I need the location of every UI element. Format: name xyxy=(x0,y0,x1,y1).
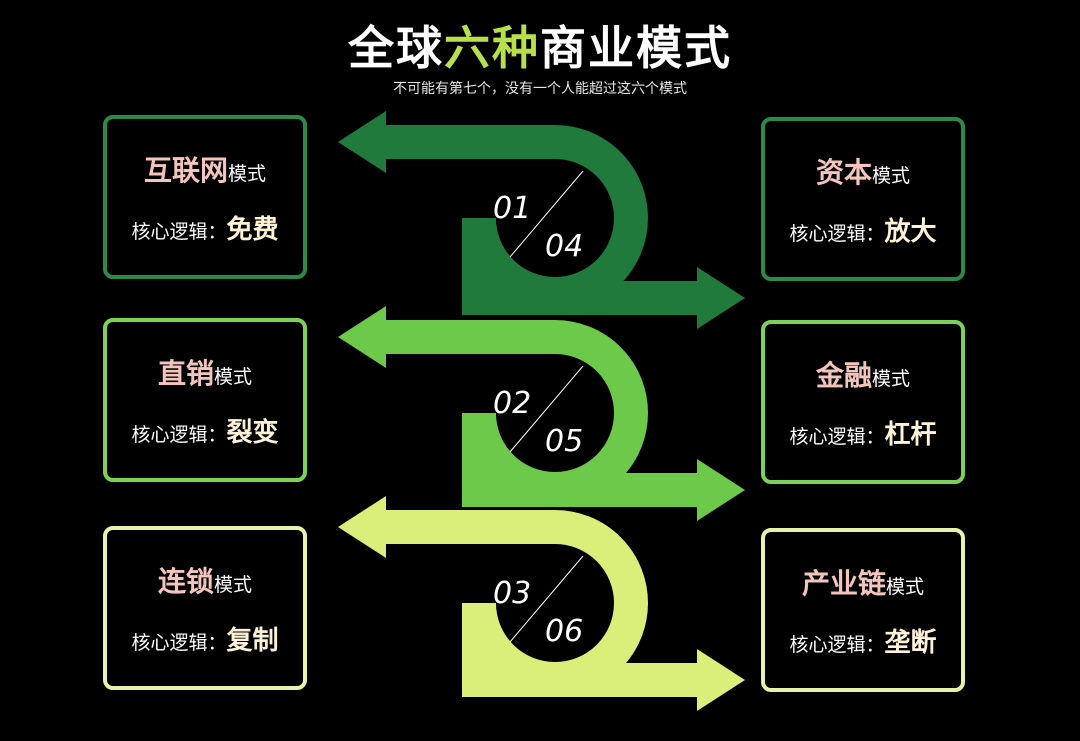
flow-loop-3: 03 06 xyxy=(338,496,745,711)
card-logic: 核心逻辑：放大 xyxy=(789,216,937,247)
card-capital-model: 资本模式 核心逻辑：放大 xyxy=(761,117,965,281)
card-logic: 核心逻辑：裂变 xyxy=(131,417,279,448)
flow-band-3 xyxy=(385,510,700,697)
number-right-2: 05 xyxy=(545,424,583,459)
arrow-right-2 xyxy=(697,459,745,521)
number-right-3: 06 xyxy=(545,614,583,649)
title-part2: 商业模式 xyxy=(540,21,732,75)
card-title: 直销模式 xyxy=(157,356,253,390)
card-logic: 核心逻辑：免费 xyxy=(131,214,279,245)
number-right-1: 04 xyxy=(545,229,583,264)
card-title: 金融模式 xyxy=(815,358,911,392)
card-internet-model: 互联网模式 核心逻辑：免费 xyxy=(103,115,307,279)
card-logic: 核心逻辑：复制 xyxy=(131,625,279,656)
title-highlight: 六种 xyxy=(444,21,540,75)
card-logic: 核心逻辑：杠杆 xyxy=(789,419,937,450)
title-part1: 全球 xyxy=(348,21,444,75)
arrow-left-1 xyxy=(338,111,386,173)
number-left-1: 01 xyxy=(493,191,531,226)
flow-loop-1: 01 04 xyxy=(338,111,745,329)
card-direct-sales-model: 直销模式 核心逻辑：裂变 xyxy=(103,318,307,482)
card-chain-model: 连锁模式 核心逻辑：复制 xyxy=(103,526,307,690)
card-title: 连锁模式 xyxy=(157,564,253,598)
divider-line-3 xyxy=(509,555,584,643)
flow-band-2 xyxy=(385,320,700,507)
page-subtitle: 不可能有第七个，没有一个人能超过这六个模式 xyxy=(393,81,687,97)
card-title: 互联网模式 xyxy=(143,153,267,187)
divider-line-2 xyxy=(509,365,584,453)
number-left-3: 03 xyxy=(493,576,531,611)
arrow-left-2 xyxy=(338,306,386,368)
card-finance-model: 金融模式 核心逻辑：杠杆 xyxy=(761,320,965,484)
arrow-right-1 xyxy=(697,267,745,329)
page-title: 全球六种商业模式 xyxy=(0,12,1080,78)
arrow-right-3 xyxy=(697,649,745,711)
card-industry-chain-model: 产业链模式 核心逻辑：垄断 xyxy=(761,528,965,692)
card-title: 资本模式 xyxy=(815,155,911,189)
number-left-2: 02 xyxy=(493,386,531,421)
divider-line-1 xyxy=(509,170,584,258)
flow-band-1 xyxy=(385,125,700,315)
card-title: 产业链模式 xyxy=(801,566,925,600)
arrow-left-3 xyxy=(338,496,386,558)
card-logic: 核心逻辑：垄断 xyxy=(789,627,937,658)
flow-loop-2: 02 05 xyxy=(338,306,745,521)
